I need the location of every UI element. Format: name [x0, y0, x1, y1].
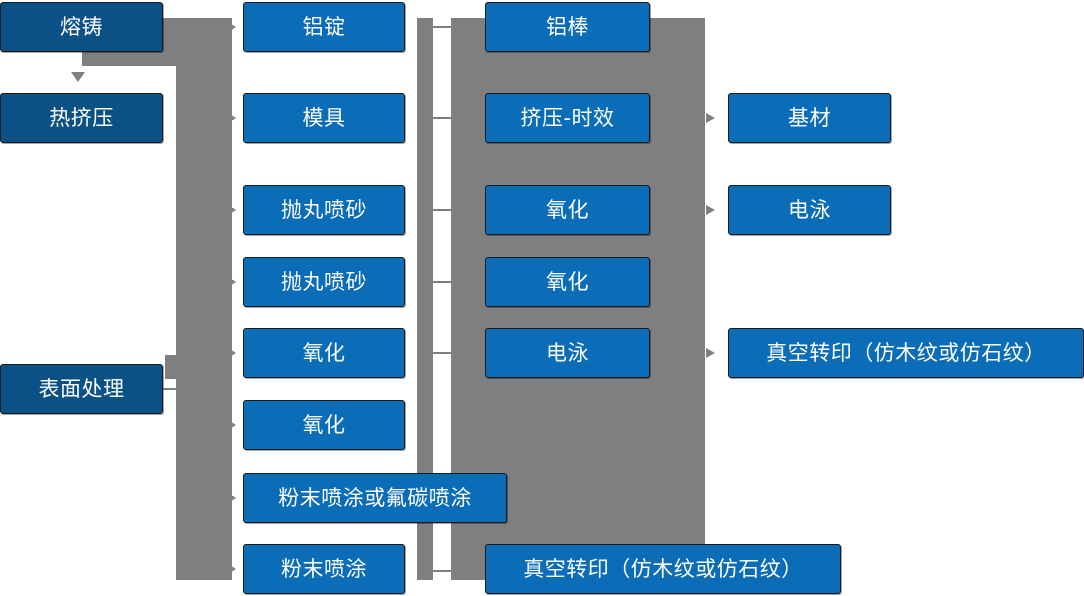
connector-bracket-rung-6 [433, 570, 453, 572]
arrow-melting-to-extrusion [71, 72, 85, 82]
arrow-to-vacuum-transfer-output [706, 348, 715, 358]
node-vacuum-transfer-right[interactable]: 真空转印（仿木纹或仿石纹） [728, 328, 1084, 378]
node-vacuum-transfer-bottom[interactable]: 真空转印（仿木纹或仿石纹） [485, 544, 841, 594]
node-oxidation-4[interactable]: 氧化 [485, 257, 650, 307]
node-oxidation-2[interactable]: 氧化 [243, 400, 405, 450]
node-oxidation-3[interactable]: 氧化 [485, 185, 650, 235]
arrow-to-oxidation-1 [225, 346, 236, 360]
arrow-to-base-material [706, 113, 715, 123]
connector-bracket-spine [417, 18, 433, 580]
connector-stage-trunk-main [176, 18, 232, 580]
node-electrophoresis-1[interactable]: 电泳 [485, 328, 650, 378]
stage-surface-treatment[interactable]: 表面处理 [0, 364, 163, 414]
node-shot-blasting-1[interactable]: 抛丸喷砂 [243, 185, 405, 235]
node-extrusion-aging[interactable]: 挤压-时效 [485, 93, 650, 143]
stage-hot-extrusion[interactable]: 热挤压 [0, 93, 163, 143]
arrow-to-shot-blasting-1 [225, 203, 236, 217]
arrow-to-powder-or-fluorocarbon-coating [225, 491, 236, 505]
connector-surface-treatment-stub [163, 388, 185, 390]
node-powder-coating[interactable]: 粉末喷涂 [243, 544, 405, 594]
node-powder-or-fluorocarbon-coating[interactable]: 粉末喷涂或氟碳喷涂 [243, 473, 507, 523]
connector-bracket-rung-5 [433, 352, 453, 354]
node-shot-blasting-2[interactable]: 抛丸喷砂 [243, 257, 405, 307]
connector-bracket-rung-1 [433, 26, 453, 28]
node-base-material[interactable]: 基材 [728, 93, 891, 143]
connector-stage-trunk-lower [165, 355, 232, 379]
stage-melting-casting[interactable]: 熔铸 [0, 2, 163, 52]
connector-bracket-rung-3 [433, 209, 453, 211]
arrow-to-powder-coating [225, 562, 236, 576]
connector-bracket-rung-4 [433, 281, 453, 283]
arrow-to-oxidation-2 [225, 418, 236, 432]
node-electrophoresis-2[interactable]: 电泳 [728, 185, 891, 235]
node-aluminum-ingot[interactable]: 铝锭 [243, 2, 405, 52]
arrow-to-electrophoresis-output [706, 205, 715, 215]
connector-bracket-rung-2 [433, 117, 453, 119]
arrow-to-mold [225, 111, 236, 125]
node-oxidation-1[interactable]: 氧化 [243, 328, 405, 378]
node-aluminum-bar[interactable]: 铝棒 [485, 2, 650, 52]
arrow-to-aluminum-ingot [225, 20, 236, 34]
arrow-to-shot-blasting-2 [225, 275, 236, 289]
node-mold[interactable]: 模具 [243, 93, 405, 143]
